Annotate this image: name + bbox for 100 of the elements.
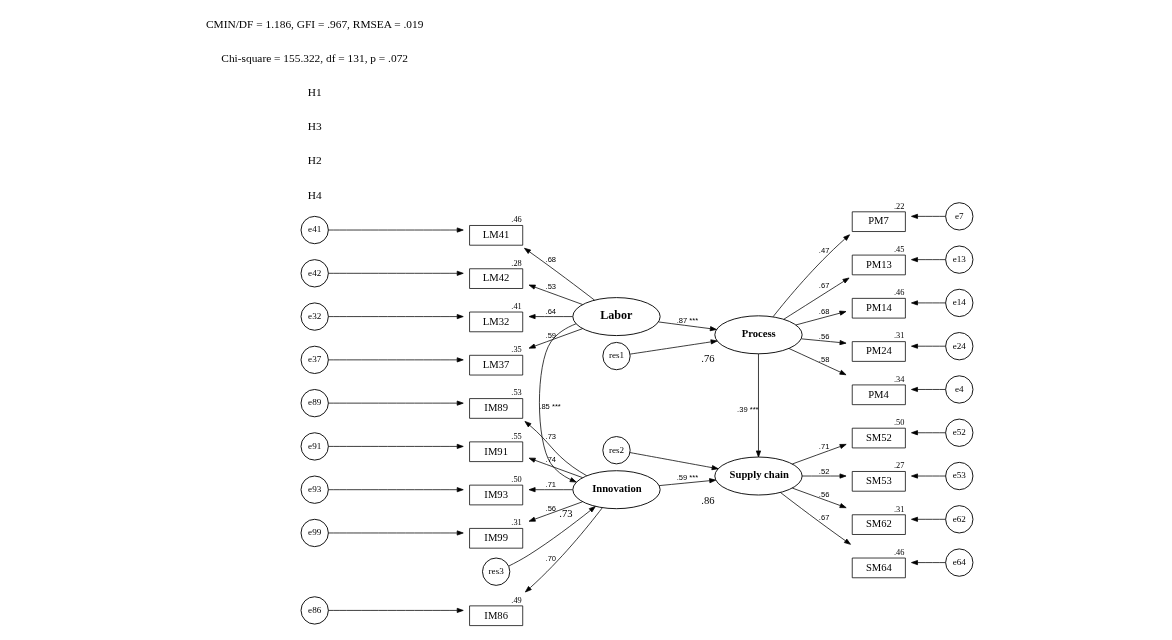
- arrow: [800, 338, 846, 346]
- node-label: .73: [558, 508, 573, 520]
- edge-label: .58: [818, 355, 829, 365]
- arrow: [507, 506, 596, 567]
- node-circle: res1: [601, 341, 631, 371]
- node-circle: e4: [944, 375, 973, 404]
- arrow: [327, 400, 464, 406]
- node-circle: e7: [944, 202, 973, 231]
- node-box: LM37: [468, 354, 523, 376]
- node-circle: e42: [300, 259, 329, 288]
- label: CMIN/DF = 1.186, GFI = .967, RMSEA = .019: [205, 17, 423, 30]
- node-box: IM99: [468, 528, 523, 549]
- node-label: .31: [510, 518, 522, 528]
- arrow: [788, 348, 846, 376]
- node-circle: e99: [300, 518, 329, 548]
- node-box: PM4: [851, 384, 906, 406]
- edge-label: .56: [545, 503, 556, 513]
- node-circle: e14: [944, 288, 973, 318]
- node-label: .76: [700, 353, 715, 365]
- edge-label: .85 ***: [538, 402, 561, 412]
- arrow: [801, 473, 846, 479]
- node-box: LM42: [468, 268, 523, 289]
- node-box: SM53: [851, 471, 906, 492]
- arrow: [524, 421, 587, 477]
- edge-label: .52: [818, 466, 829, 476]
- arrow: [327, 270, 464, 276]
- arrow: [910, 516, 946, 522]
- node-label: .31: [893, 331, 904, 341]
- node-ellipse: Labor: [571, 297, 661, 336]
- edge-label: .68: [818, 307, 829, 317]
- edge-label: .67: [818, 513, 829, 523]
- node-circle: e93: [300, 475, 329, 504]
- edge-label: .68: [545, 254, 556, 264]
- arrow: [910, 430, 946, 436]
- node-label: .50: [510, 474, 522, 484]
- arrow: [528, 487, 573, 493]
- node-circle: e91: [300, 432, 329, 461]
- edge-label: .64: [545, 307, 556, 317]
- node-label: .53: [510, 388, 522, 398]
- node-circle: res2: [601, 436, 631, 465]
- edge-label: .74: [545, 455, 556, 465]
- node-box: PM7: [851, 211, 906, 232]
- node-label: .34: [893, 374, 904, 384]
- arrow: [910, 473, 946, 479]
- node-label: .55: [510, 431, 522, 441]
- node-label: .49: [510, 595, 522, 605]
- arrow: [910, 213, 946, 219]
- arrow: [658, 478, 716, 486]
- arrow: [524, 507, 603, 593]
- node-box: PM24: [851, 341, 906, 362]
- edge-label: .59 ***: [676, 472, 698, 482]
- arrow: [910, 300, 946, 306]
- edge-label: .39 ***: [736, 404, 759, 414]
- node-ellipse: Process: [713, 315, 803, 355]
- node-box: IM86: [468, 605, 523, 626]
- arrow: [910, 257, 946, 263]
- edge-label: .67: [818, 281, 829, 291]
- node-circle: e32: [300, 302, 329, 331]
- node-box: LM32: [468, 311, 523, 333]
- node-circle: e86: [300, 596, 329, 625]
- arrow: [528, 328, 583, 349]
- arrow: [779, 492, 851, 545]
- node-box: PM14: [851, 298, 906, 319]
- arrow: [629, 452, 719, 471]
- node-circle: res3: [481, 557, 510, 586]
- node-circle: e24: [944, 332, 973, 361]
- node-box: PM13: [851, 254, 906, 276]
- node-box: IM89: [468, 398, 523, 419]
- node-label: .28: [510, 258, 522, 268]
- label: H1: [307, 86, 322, 99]
- label: Chi-square = 155.322, df = 131, p = .072: [220, 51, 408, 64]
- edge-label: .73: [545, 431, 556, 441]
- node-circle: e64: [944, 548, 973, 577]
- edge-label: .53: [545, 282, 556, 292]
- arrow: [528, 501, 583, 522]
- edge-label: .70: [545, 554, 556, 564]
- node-circle: e37: [300, 345, 329, 374]
- arrow: [327, 227, 464, 233]
- edge-label: .71: [818, 441, 829, 451]
- node-ellipse: Supply chain: [713, 456, 803, 496]
- node-box: IM91: [468, 441, 523, 462]
- arrow: [528, 314, 573, 320]
- node-circle: e13: [944, 245, 973, 274]
- edge-label: .59: [545, 330, 556, 340]
- arrow: [327, 314, 464, 320]
- node-label: .22: [893, 201, 904, 211]
- node-label: .27: [893, 461, 904, 471]
- label: H2: [307, 154, 322, 167]
- edge-label: .71: [545, 480, 556, 490]
- node-label: .41: [510, 301, 522, 311]
- node-box: SM62: [851, 514, 906, 535]
- label: H4: [307, 188, 322, 201]
- arrow: [791, 487, 847, 509]
- node-label: .46: [510, 215, 522, 225]
- node-label: .31: [893, 504, 904, 514]
- arrow: [327, 357, 464, 363]
- node-circle: e52: [944, 418, 973, 447]
- arrow: [629, 339, 717, 355]
- node-label: .46: [893, 288, 904, 298]
- arrow: [327, 607, 464, 613]
